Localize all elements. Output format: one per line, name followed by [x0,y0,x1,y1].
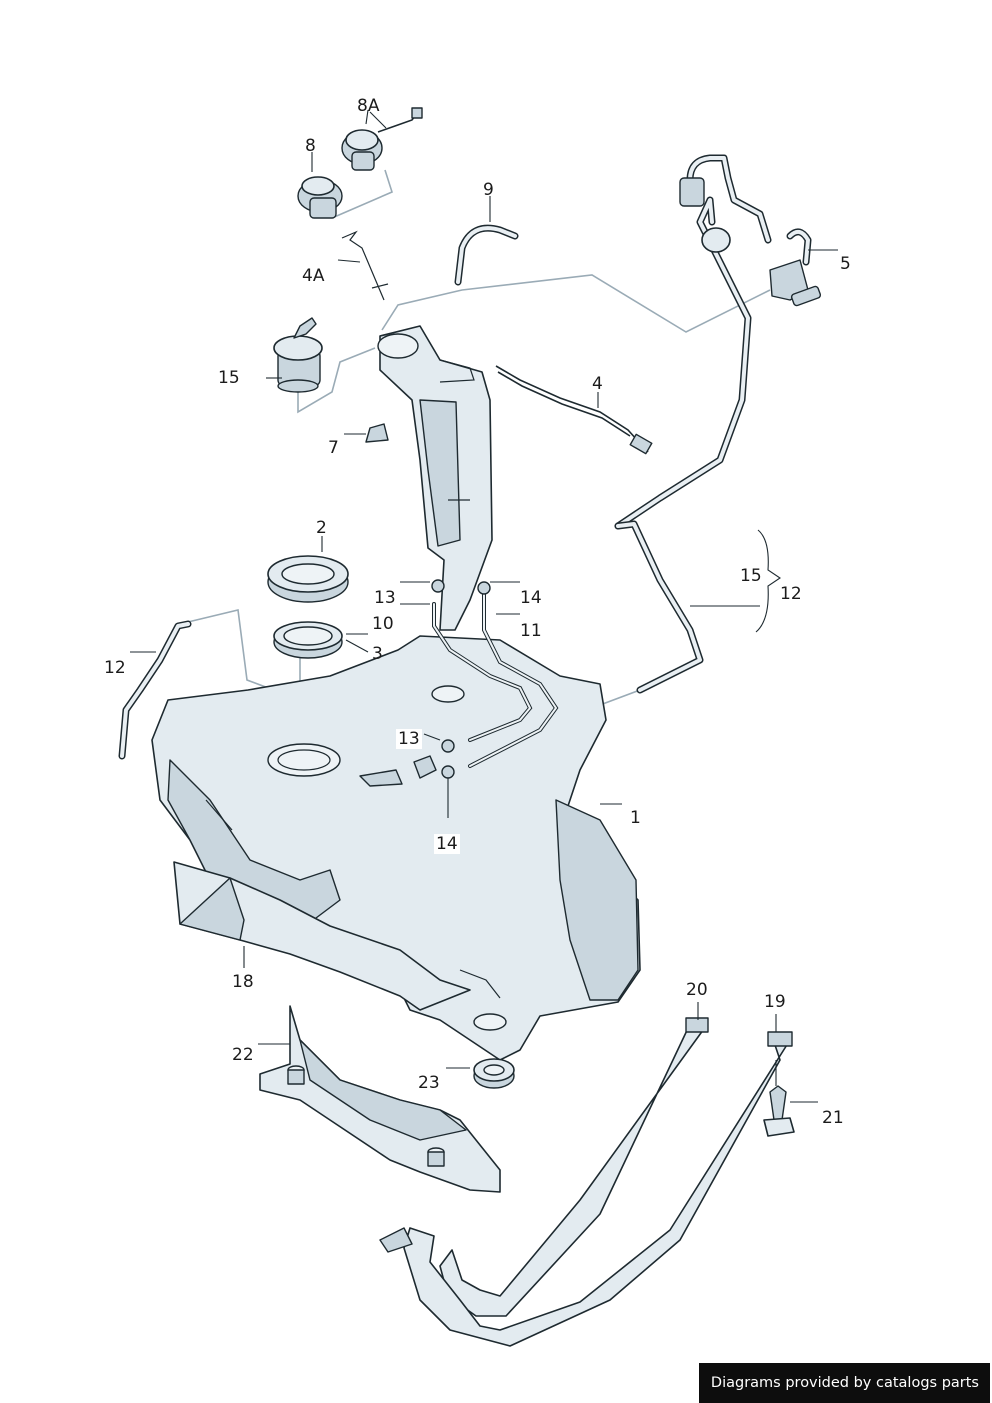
callout-label: 2 [316,518,327,538]
callout-label: 4A [302,266,325,286]
callout-label: 7 [328,438,339,458]
callout-label: 22 [232,1045,254,1065]
vent-hose-12-left[interactable] [118,620,192,760]
hose-9[interactable] [454,224,519,286]
callout-label: 21 [822,1108,844,1128]
vent-hose-12-right[interactable] [614,520,704,694]
fuel-tank-1[interactable] [151,635,641,1061]
callout-label: 13 [396,729,422,749]
callout-label: 20 [686,980,708,1000]
filter-canister-15[interactable] [273,317,323,393]
callout-label: 11 [520,621,542,641]
callout-label: 5 [840,254,851,274]
callout-label: 15 [218,368,240,388]
callout-label: 10 [372,614,394,634]
callout-label: 19 [764,992,786,1012]
grommet-7[interactable] [365,423,389,443]
seal-3[interactable] [273,621,343,659]
credit-banner: Diagrams provided by catalogs parts [698,1363,990,1403]
callout-label: 3 [372,644,383,664]
callout-label: 1 [630,808,641,828]
locking-ring-2[interactable] [267,555,349,603]
heat-shield-18[interactable] [173,861,471,1011]
callout-label: 23 [418,1073,440,1093]
fuel-lines-11-13[interactable] [413,579,559,779]
bolt-21[interactable] [763,1085,795,1137]
tank-straps-19-20[interactable] [379,1017,793,1347]
callout-label: 8 [305,136,316,156]
filler-neck[interactable] [377,325,493,631]
callout-label: 12 [780,584,802,604]
grommet-23[interactable] [473,1058,515,1089]
callout-label: 4 [592,374,603,394]
callout-label: 13 [374,588,396,608]
callout-label: 14 [434,834,460,854]
callout-label: 12 [104,658,126,678]
wiring-harness-4[interactable] [495,365,653,455]
bracket-22[interactable] [259,1005,501,1193]
sender-cap-8a[interactable] [341,107,423,171]
callout-label: 14 [520,588,542,608]
callout-label: 18 [232,972,254,992]
valve-assembly-5[interactable] [614,154,822,530]
callout-label: 8A [357,96,380,116]
callout-label: 15 [740,566,762,586]
callout-label: 9 [483,180,494,200]
sender-cap-8[interactable] [297,176,343,219]
leader-lines [130,109,838,1103]
clip-4a[interactable] [341,230,389,301]
